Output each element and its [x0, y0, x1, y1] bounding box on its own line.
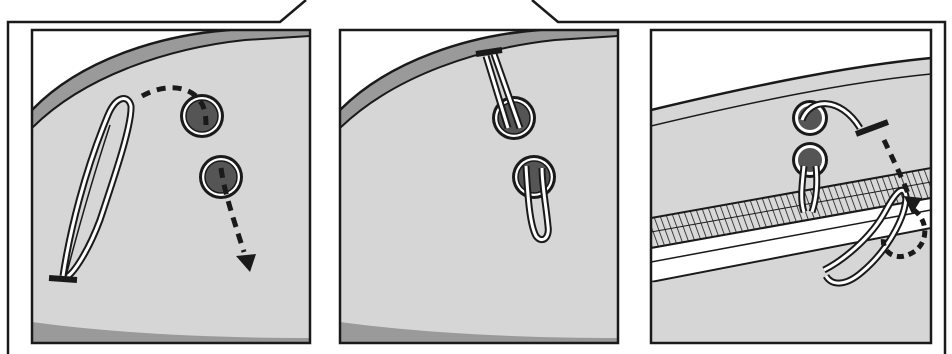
- hole-lower-3: [792, 142, 828, 178]
- panel-step-3: [651, 30, 931, 343]
- hole-lower-2: [512, 155, 556, 199]
- panel-step-2: [340, 30, 618, 343]
- panel-step-1: [32, 30, 310, 343]
